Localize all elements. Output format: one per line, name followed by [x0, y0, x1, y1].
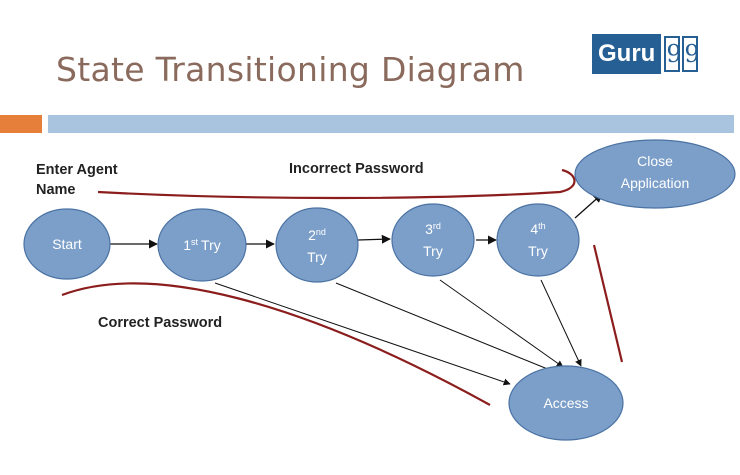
try4-word: Try — [528, 243, 548, 259]
close-label-line1: Close — [637, 153, 673, 169]
enter-agent-label-line2: Name — [36, 182, 76, 198]
logo-digit: 9 — [682, 36, 700, 72]
state-try3-num-label: 3rd — [425, 221, 441, 237]
correct-password-curve — [61, 282, 491, 406]
state-access-label: Access — [543, 395, 588, 411]
try1-word: Try — [201, 237, 221, 253]
try2-num: 2 — [308, 227, 316, 243]
incorrect-password-curve — [97, 168, 576, 200]
try4-num: 4 — [530, 221, 538, 237]
logo-digit: 9 — [664, 36, 682, 72]
close-label-line2: Application — [621, 175, 690, 191]
state-close-application: Close Application — [574, 139, 736, 209]
state-try4-num-label: 4th — [530, 221, 545, 237]
try3-word: Try — [423, 243, 443, 259]
try1-sup: st — [191, 237, 199, 247]
state-try2: 2nd Try — [275, 207, 359, 283]
logo-word: Guru — [592, 34, 662, 74]
state-try3: 3rd Try — [391, 203, 475, 277]
close-to-access-divider — [592, 244, 624, 363]
arrow-try1-to-access — [214, 282, 511, 386]
arrow-try3-to-access — [439, 279, 564, 368]
logo-number: 9 9 — [661, 34, 700, 74]
slide-title: State Transitioning Diagram — [56, 50, 525, 89]
enter-agent-label-line1: Enter Agent — [36, 162, 118, 178]
state-try4: 4th Try — [496, 203, 580, 277]
state-start-label: Start — [52, 236, 82, 252]
state-start: Start — [23, 208, 111, 280]
try3-num: 3 — [425, 221, 433, 237]
arrow-try4-to-access — [540, 279, 582, 367]
state-access: Access — [508, 365, 624, 441]
arrow-try2-to-access — [335, 282, 556, 373]
arrow-try2-to-try3 — [357, 234, 391, 244]
state-try2-num-label: 2nd — [308, 227, 326, 243]
try4-sup: th — [538, 221, 546, 231]
try2-word: Try — [307, 249, 327, 265]
guru99-logo: Guru 9 9 — [592, 34, 700, 74]
try2-sup: nd — [316, 227, 326, 237]
incorrect-password-label: Incorrect Password — [289, 161, 424, 177]
accent-band-orange — [0, 115, 42, 133]
correct-password-label: Correct Password — [98, 315, 222, 331]
try3-sup: rd — [433, 221, 441, 231]
try1-num: 1 — [183, 237, 191, 253]
accent-band-blue — [48, 115, 734, 133]
